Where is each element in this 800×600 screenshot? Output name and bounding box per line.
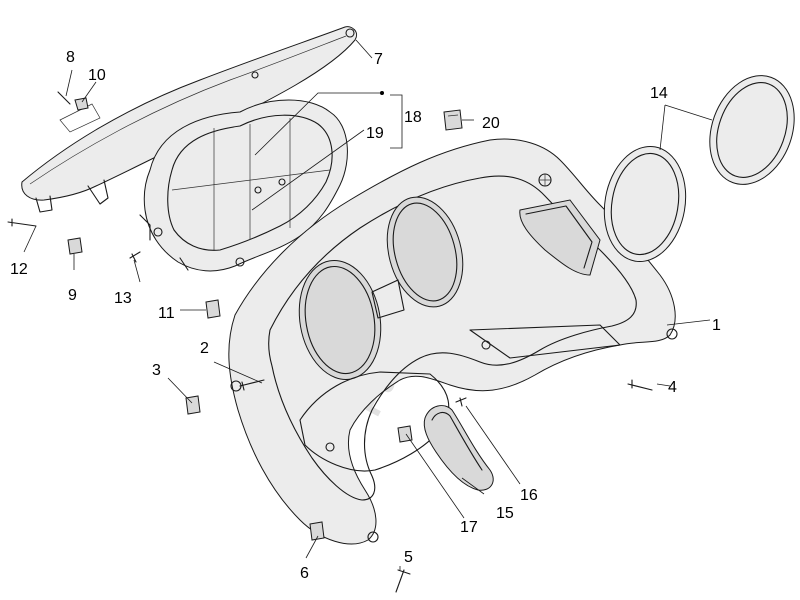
callout-2: 2 [200, 340, 209, 357]
part-screw-2 [239, 379, 265, 391]
part-clip-10 [74, 97, 89, 111]
part-screw-13 [129, 251, 141, 263]
callout-15: 15 [496, 505, 514, 522]
callout-19: 19 [366, 125, 384, 142]
part-screw-12 [7, 218, 37, 227]
callout-1: 1 [712, 317, 721, 334]
callout-7: 7 [374, 51, 383, 68]
part-handlebar-cover [21, 26, 358, 213]
callout-3: 3 [152, 362, 161, 379]
callout-4: 4 [668, 379, 677, 396]
leader-dot [380, 91, 384, 95]
callout-18: 18 [404, 109, 422, 126]
part-lid [423, 405, 494, 491]
part-screw-5 [395, 569, 411, 593]
callout-6: 6 [300, 565, 309, 582]
callout-20: 20 [482, 115, 500, 132]
part-clip-11 [205, 299, 221, 319]
callout-12: 12 [10, 261, 28, 278]
part-clip-9 [67, 237, 83, 255]
callout-8: 8 [66, 49, 75, 66]
callout-5: 5 [404, 549, 413, 566]
callout-16: 16 [520, 487, 538, 504]
part-clip-6 [309, 521, 325, 541]
callout-10: 10 [88, 67, 106, 84]
part-gauge-rings [603, 75, 795, 263]
part-clip-20 [443, 109, 463, 131]
part-screw-8 [57, 91, 71, 105]
part-front-shield [228, 138, 678, 545]
callout-labels: 1 2 3 4 5 6 7 8 9 10 11 12 13 14 15 16 1… [10, 49, 721, 582]
callout-17: 17 [460, 519, 478, 536]
part-screw-16 [455, 397, 467, 407]
callout-11: 11 [158, 305, 175, 322]
callout-13: 13 [114, 290, 132, 307]
part-screw-4 [627, 379, 653, 391]
leader-lines [23, 39, 713, 570]
callout-14: 14 [650, 85, 668, 102]
callout-9: 9 [68, 287, 77, 304]
